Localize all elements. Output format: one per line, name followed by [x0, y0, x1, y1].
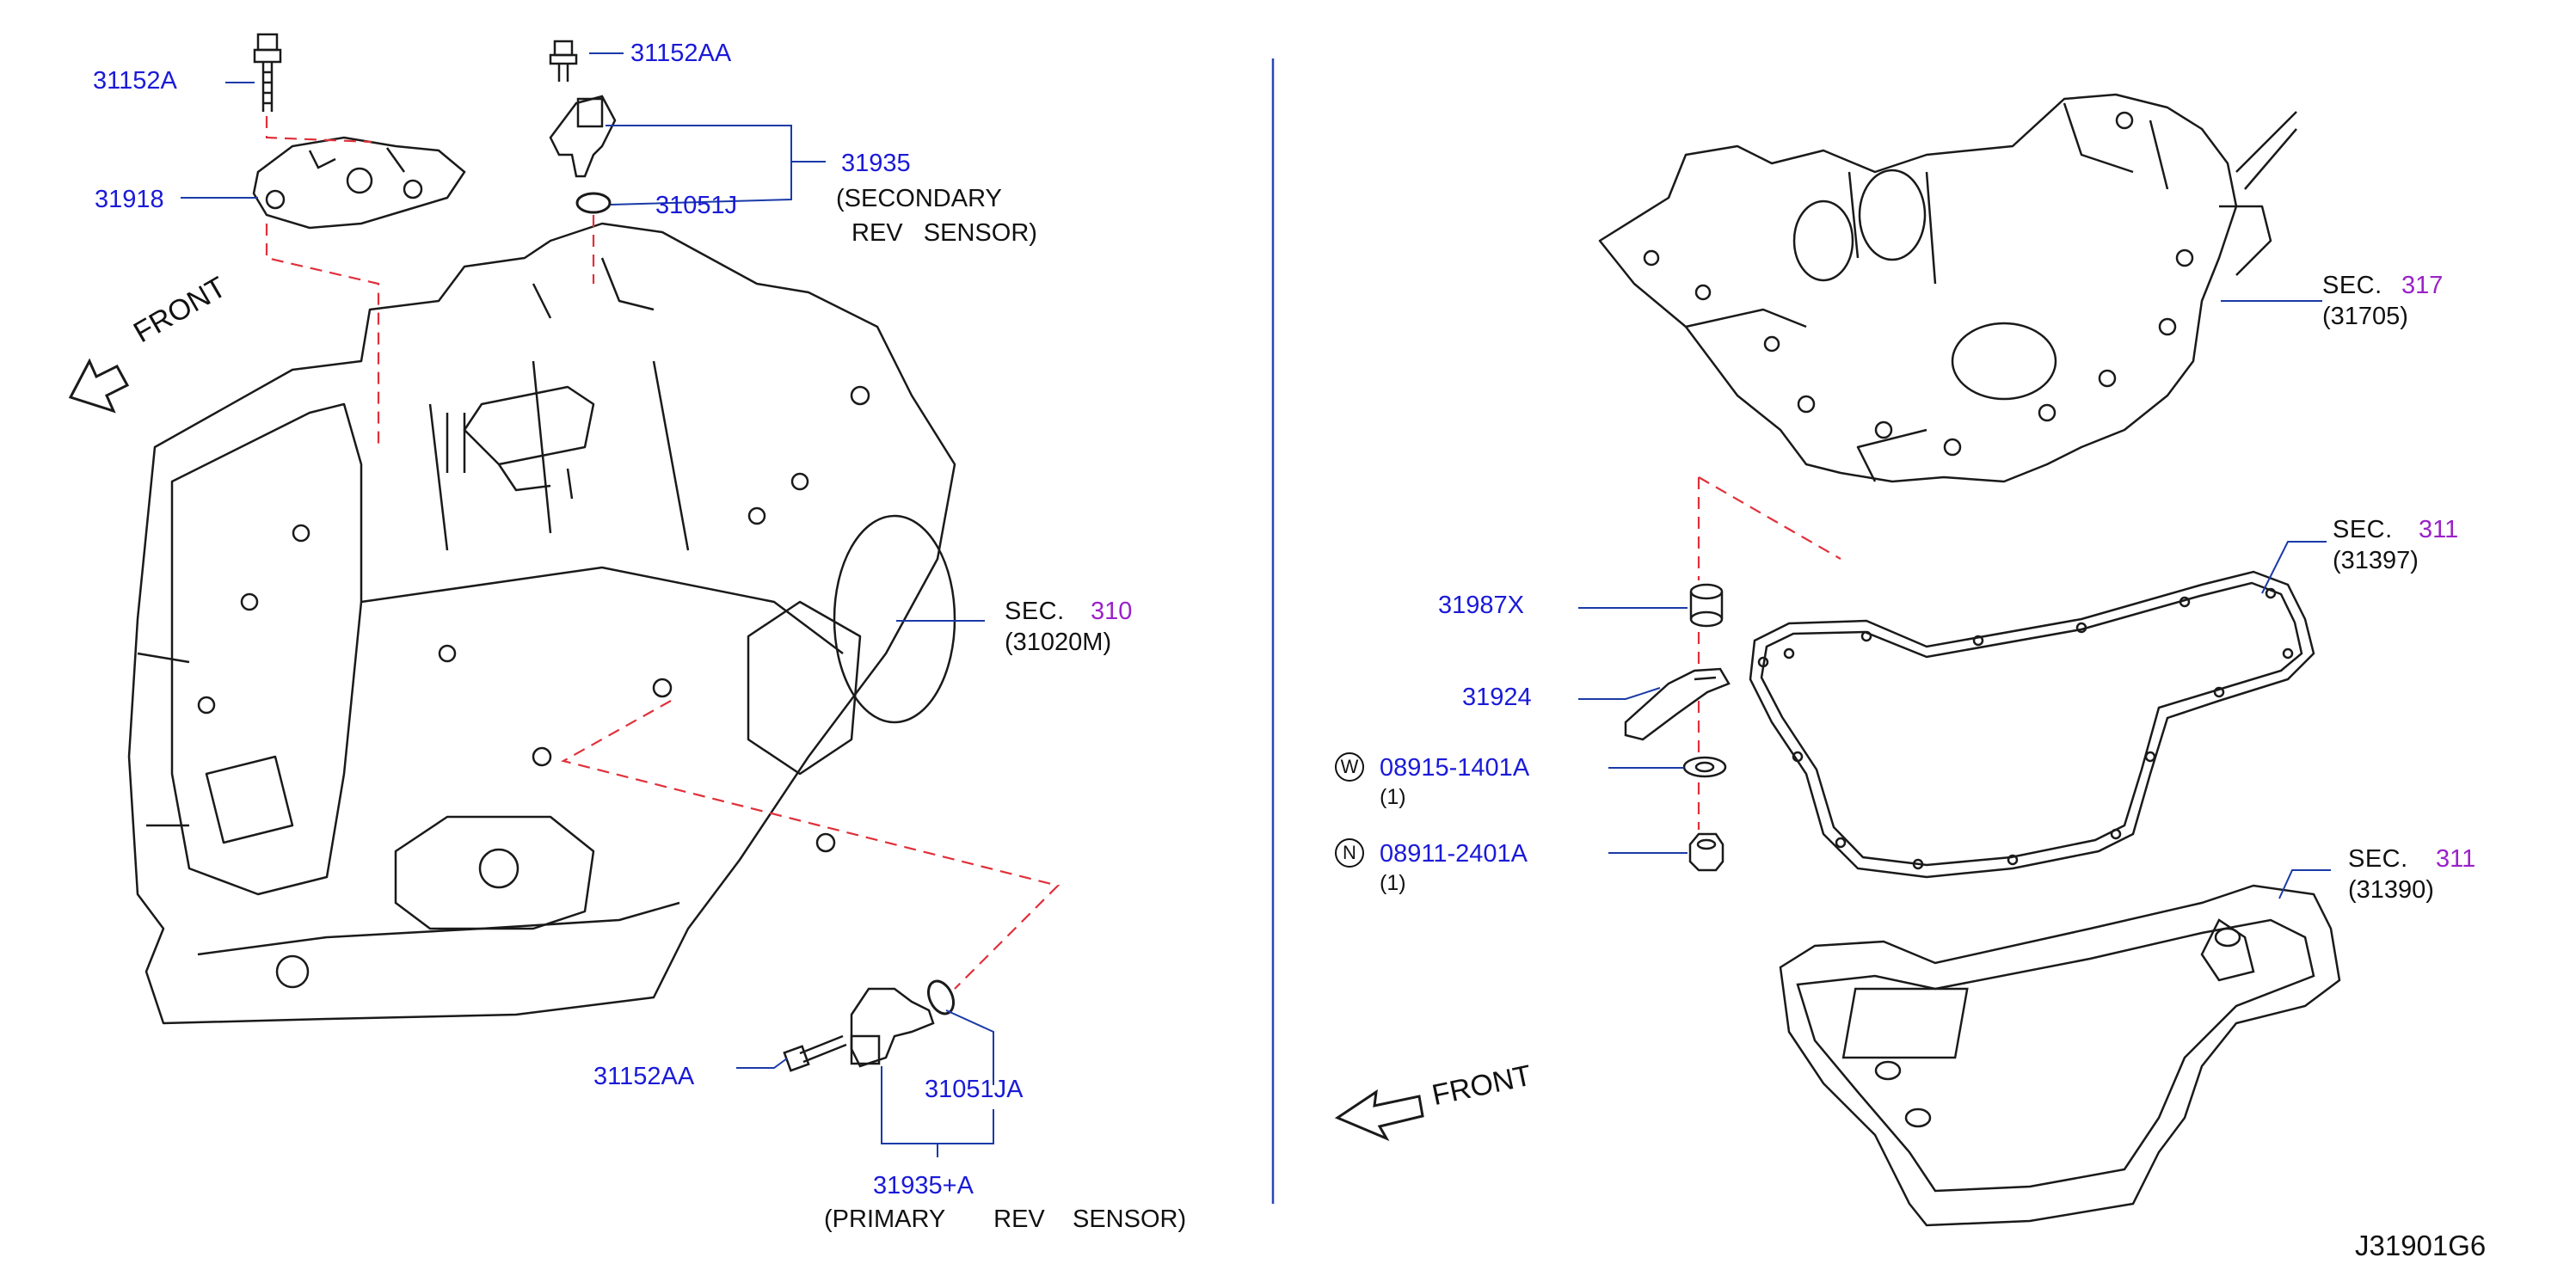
sec-310-number: 310	[1091, 598, 1133, 625]
right-dashed-alignment-lines	[1697, 476, 1841, 830]
strainer-collar-drawing	[1689, 583, 1724, 628]
sec-311-ref-2: (31390)	[2348, 876, 2434, 904]
figure-code: J31901G6	[2355, 1230, 2487, 1261]
sec-310-prefix: SEC.	[1005, 598, 1065, 625]
bolt-31152AA-top-drawing	[549, 40, 578, 82]
label-08911-2401A: 08911-2401A	[1380, 840, 1528, 868]
secondary-sensor-desc-2: REV SENSOR)	[851, 219, 1037, 247]
label-31935: 31935	[841, 150, 911, 177]
sec-317-ref: (31705)	[2322, 303, 2408, 330]
label-31918: 31918	[95, 186, 164, 213]
label-31987X: 31987X	[1438, 592, 1524, 619]
label-31152A: 31152A	[93, 67, 177, 95]
bolt-31152AA-bottom-drawing	[783, 1034, 847, 1072]
sec-311-number-1: 311	[2419, 516, 2459, 543]
transmission-case-drawing	[127, 222, 956, 1025]
pan-gasket-drawing	[1749, 570, 2315, 879]
primary-sensor-desc: (PRIMARY REV SENSOR)	[824, 1205, 1187, 1233]
plate-31918-drawing	[252, 136, 466, 230]
oil-pan-drawing	[1779, 884, 2341, 1227]
label-31051JA: 31051JA	[925, 1076, 1024, 1103]
right-leader-lines	[1578, 300, 2331, 899]
left-leader-lines	[181, 52, 994, 1157]
sec-317-number: 317	[2401, 272, 2444, 299]
sec-311-ref-1: (31397)	[2333, 547, 2419, 574]
label-31152AA-bottom: 31152AA	[593, 1063, 695, 1090]
front-arrow-right	[1334, 1089, 1424, 1142]
label-31051J: 31051J	[655, 192, 738, 219]
washer-qty: (1)	[1380, 785, 1406, 809]
left-dashed-alignment-lines	[265, 116, 1061, 990]
sec-311-prefix-1: SEC.	[2333, 516, 2393, 543]
sec-310-ref: (31020M)	[1005, 629, 1112, 656]
nut-drawing	[1688, 832, 1725, 872]
primary-sensor-drawing	[850, 987, 935, 1068]
secondary-sensor-desc-1: (SECONDARY	[836, 185, 1002, 212]
secondary-sensor-drawing	[549, 95, 617, 178]
label-31152AA-top: 31152AA	[630, 40, 732, 67]
sec-311-number-2: 311	[2436, 845, 2476, 873]
washer-circle-marker: W	[1335, 752, 1364, 782]
valve-body-drawing	[1598, 93, 2297, 483]
washer-drawing	[1682, 756, 1727, 778]
oring-31051JA-drawing	[926, 979, 956, 1015]
label-08915-1401A: 08915-1401A	[1380, 754, 1530, 782]
sec-311-prefix-2: SEC.	[2348, 845, 2408, 873]
sec-317-prefix: SEC.	[2322, 272, 2382, 299]
label-31924: 31924	[1462, 684, 1532, 711]
oring-31051J-drawing	[575, 192, 612, 214]
label-31935A: 31935+A	[873, 1172, 974, 1199]
front-arrow-left	[68, 358, 130, 414]
nut-qty: (1)	[1380, 871, 1406, 895]
nut-circle-marker: N	[1335, 838, 1364, 868]
bracket-31924-drawing	[1624, 667, 1731, 741]
bolt-31152A-drawing	[253, 33, 282, 112]
